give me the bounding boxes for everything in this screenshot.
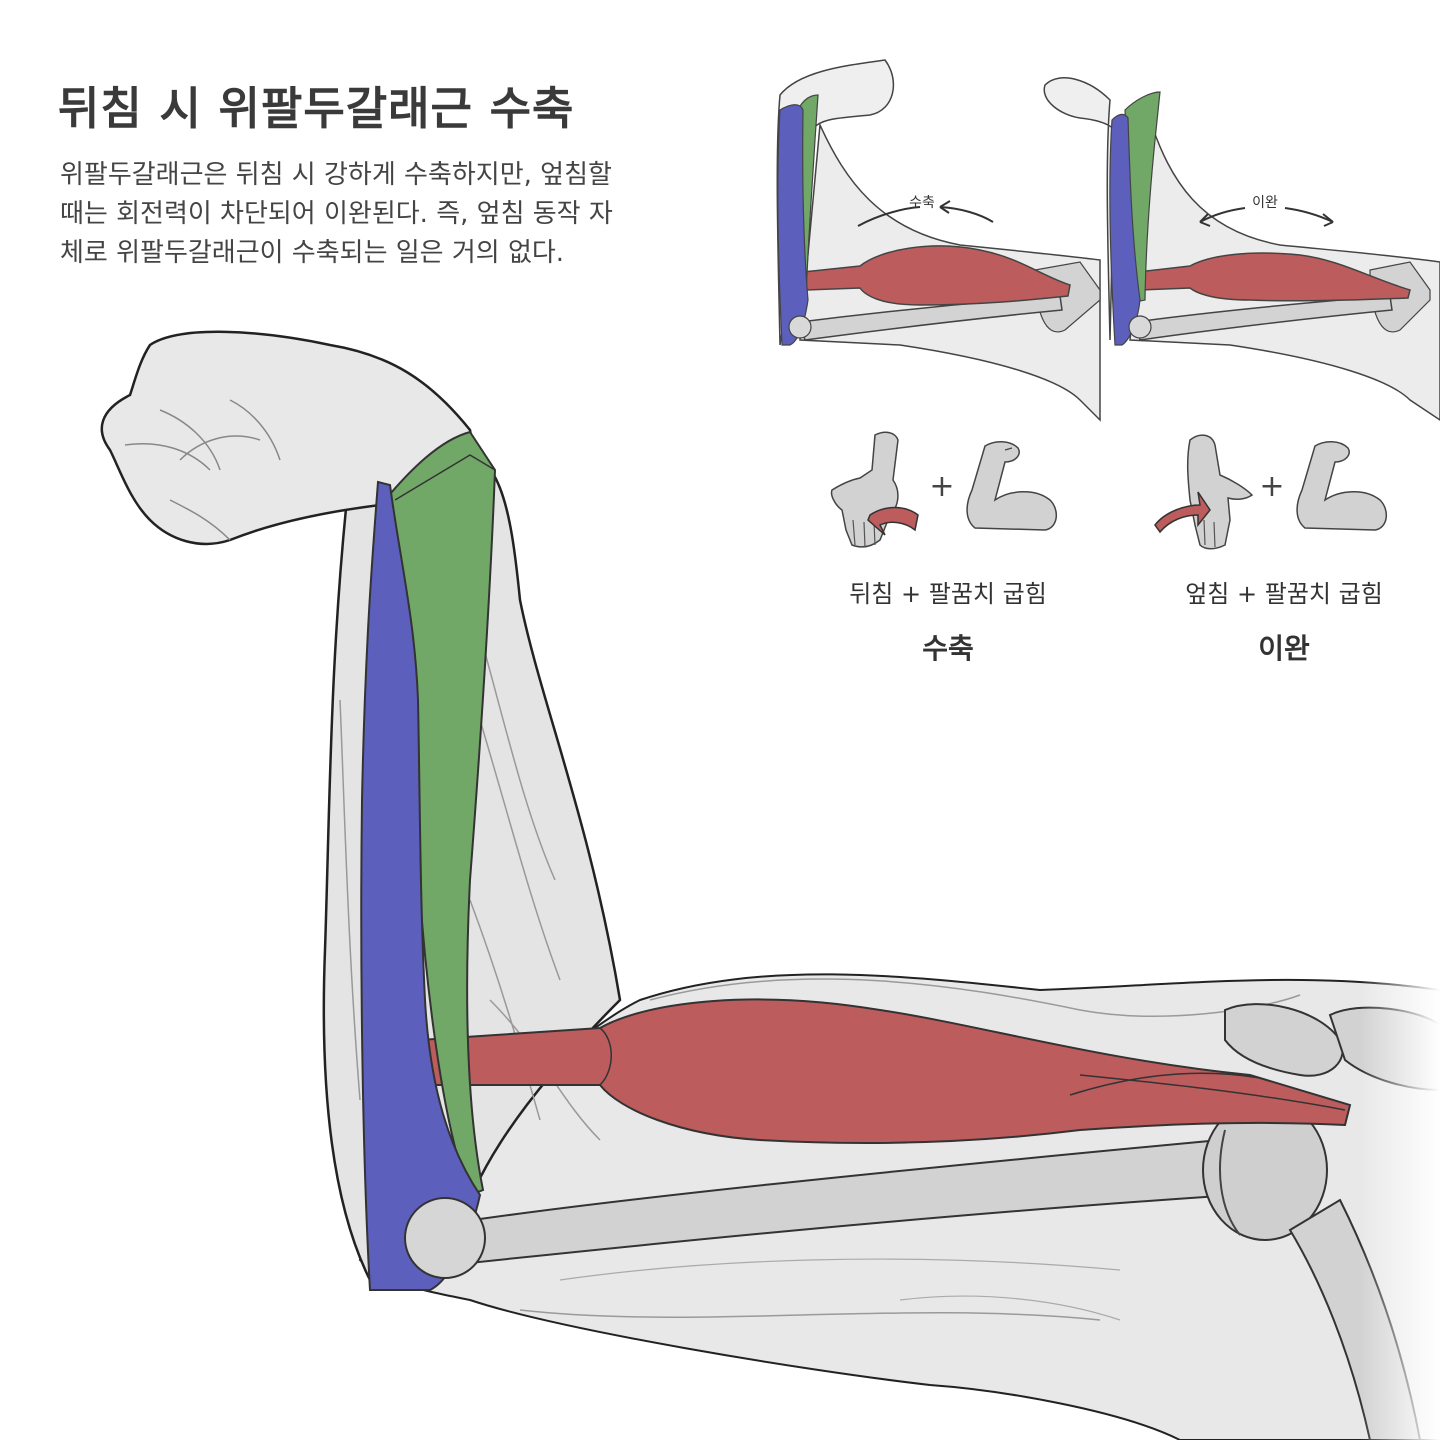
description-line: 때는 회전력이 차단되어 이완된다. 즉, 엎침 동작 자 [60, 199, 613, 229]
clavicle [1224, 1003, 1344, 1077]
caption-line: 엎침 + 팔꿈치 굽힘 [1185, 580, 1383, 608]
caption-line: 뒤침 + 팔꿈치 굽힘 [849, 580, 1047, 608]
elbow-condyle [404, 1197, 486, 1279]
caption-result: 수축 [922, 632, 974, 665]
radius-bone [360, 480, 482, 1291]
biceps-muscle [418, 998, 1352, 1144]
caption-pronation: 엎침 + 팔꿈치 굽힘 이완 [1134, 574, 1434, 667]
description-line: 체로 위팔두갈래근이 수축되는 일은 거의 없다. [60, 238, 565, 268]
description: 위팔두갈래근은 뒤침 시 강하게 수축하지만, 엎침할 때는 회전력이 차단되어… [60, 156, 690, 273]
caption-supination: 뒤침 + 팔꿈치 굽힘 수축 [798, 574, 1098, 667]
description-line: 위팔두갈래근은 뒤침 시 강하게 수축하지만, 엎침할 [60, 160, 612, 190]
page-title: 뒤침 시 위팔두갈래근 수축 [58, 82, 575, 135]
caption-result: 이완 [1258, 632, 1310, 665]
